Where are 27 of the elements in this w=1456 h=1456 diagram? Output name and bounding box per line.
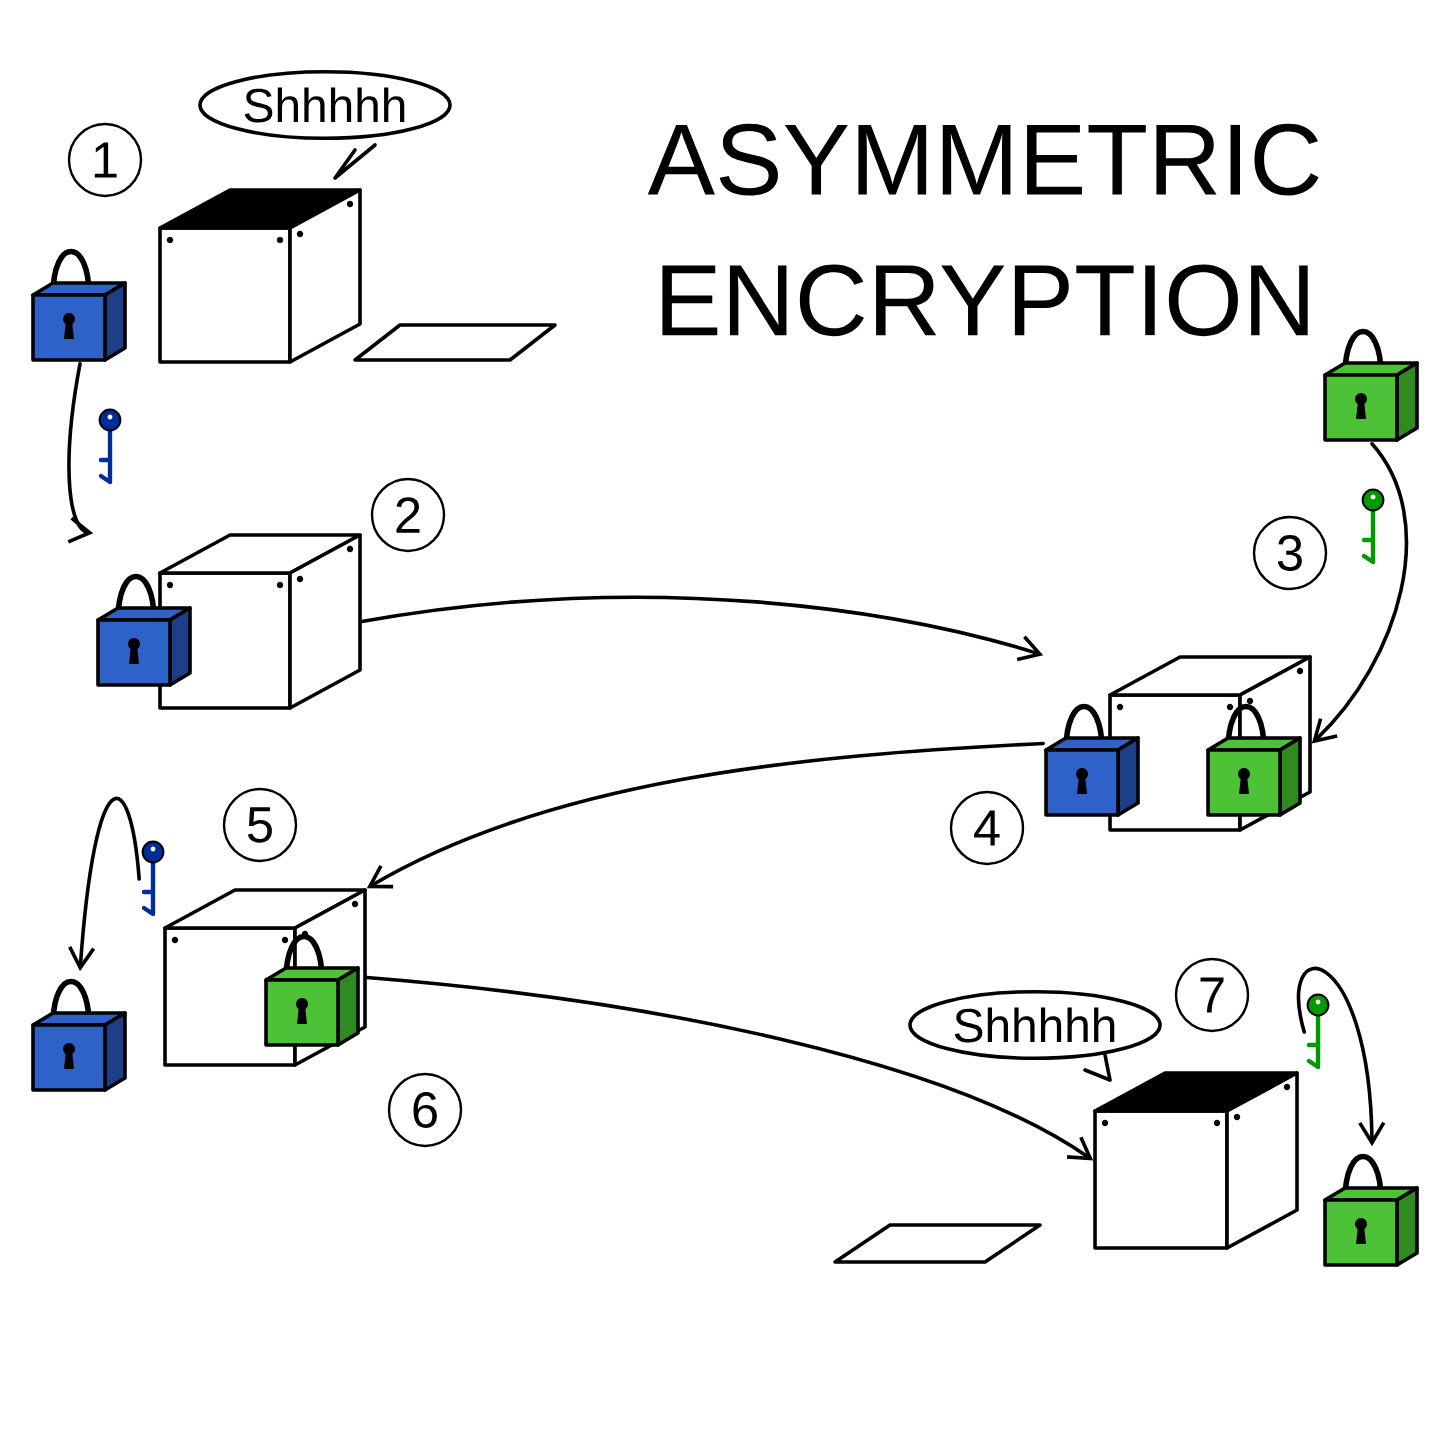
- locked-box-drawing: [96, 533, 362, 710]
- padlock-drawing: [1323, 1153, 1419, 1267]
- padlock-drawing: [1323, 328, 1419, 442]
- key-drawing: [1306, 993, 1330, 1070]
- locked-box-drawing: [163, 888, 367, 1067]
- arrow: [360, 595, 1044, 662]
- callout-number: 6: [387, 1072, 463, 1148]
- key-drawing: [141, 840, 165, 917]
- callout-number: 3: [1252, 515, 1328, 591]
- title: ASYMMETRIC ENCRYPTION: [647, 123, 1319, 337]
- callout-number: 4: [949, 790, 1025, 866]
- arrow: [68, 796, 141, 972]
- arrow: [1311, 442, 1409, 744]
- arrow: [67, 362, 94, 544]
- open-box-drawing: [158, 188, 557, 364]
- padlock-drawing: [31, 248, 127, 362]
- callout-number: 7: [1174, 957, 1250, 1033]
- arrow: [1297, 966, 1386, 1147]
- arrow: [366, 741, 1045, 889]
- speech-bubble: Shhhhh: [198, 69, 452, 180]
- callout-number: 1: [67, 122, 143, 198]
- locked-box-drawing: [1044, 655, 1312, 832]
- padlock-drawing: [31, 978, 127, 1092]
- callout-number: 2: [370, 477, 446, 553]
- open-box-drawing: [833, 1071, 1299, 1264]
- speech-bubble: Shhhhh: [908, 989, 1162, 1082]
- callout-number: 5: [222, 787, 298, 863]
